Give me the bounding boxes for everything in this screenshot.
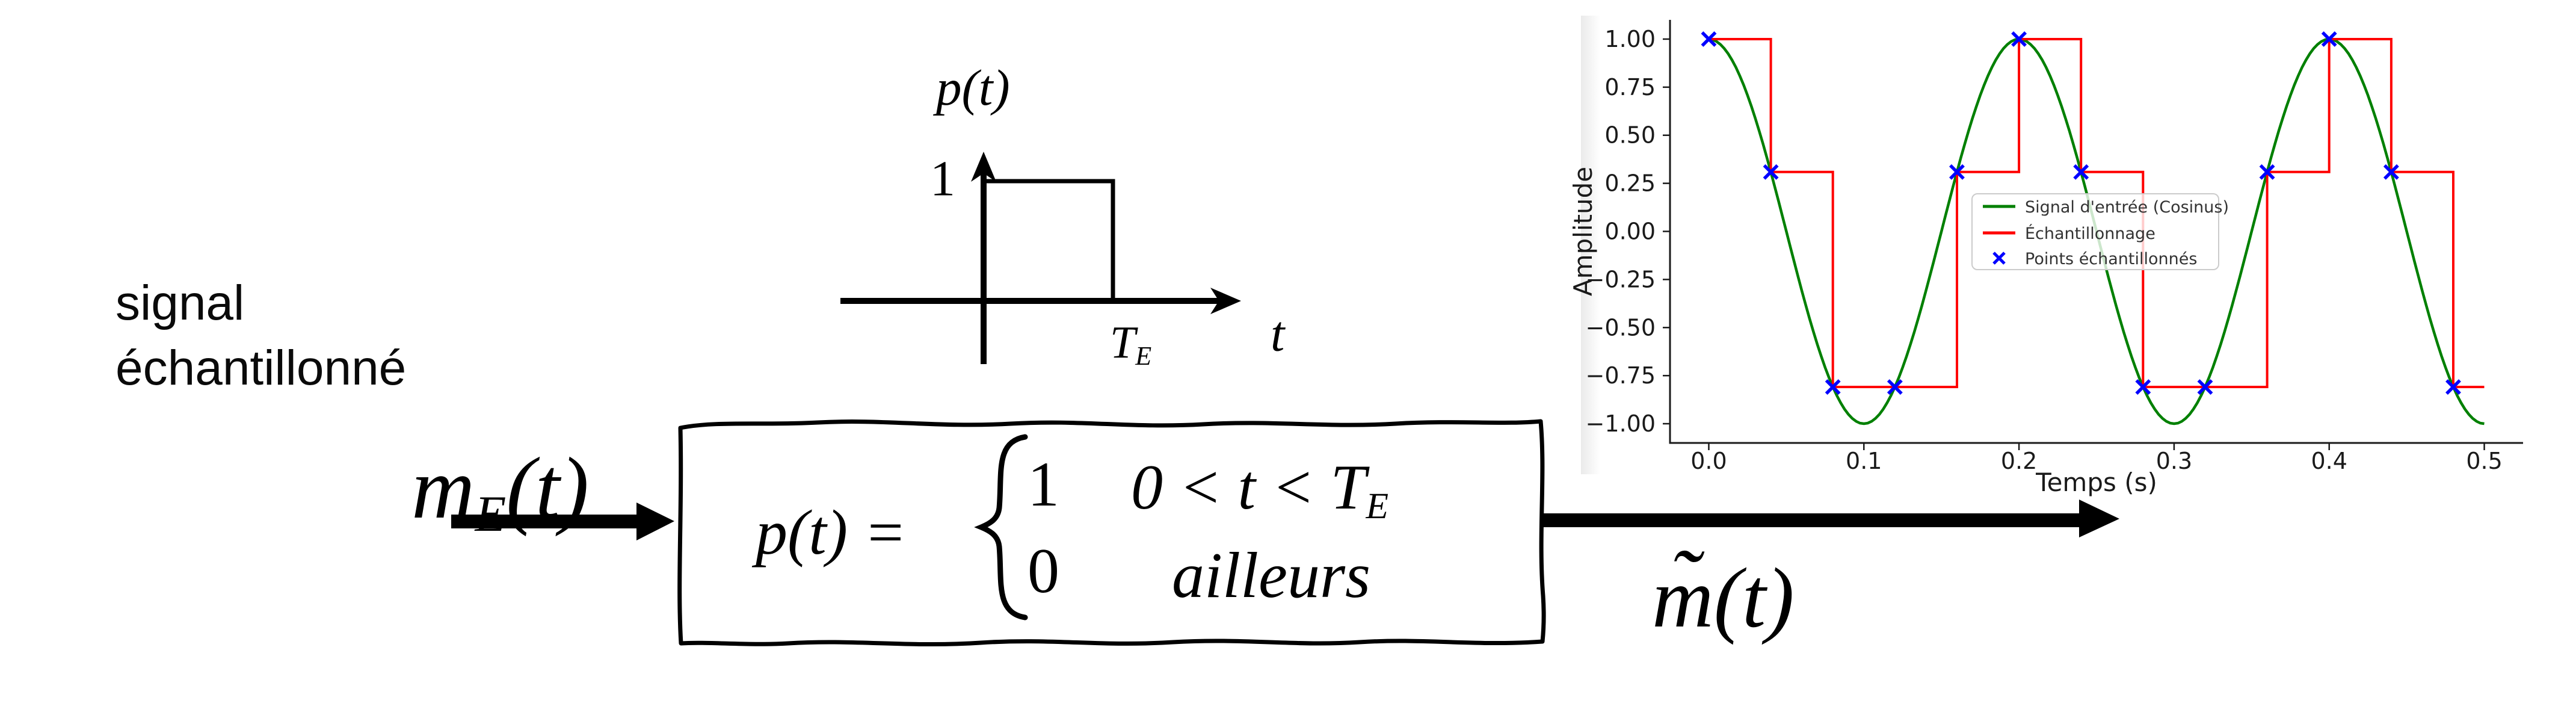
pulse-rect-waveform [984,179,1115,301]
x-tick-label: 0.3 [2156,448,2192,474]
output-signal-tilde-accent: ˜ [1669,531,1699,631]
cases-brace [974,434,1028,620]
x-axis-title: Temps (s) [2035,468,2157,497]
pulse-plot-title: p(t) [936,60,1010,116]
pulse-width-label: TE [1110,317,1152,371]
x-tick-label: 0.1 [1846,448,1882,474]
sampled-point-marker [2321,31,2337,47]
sampled-point-marker [2383,164,2399,180]
legend-label-sampling: Échantillonnage [2025,224,2155,243]
sampled-point-marker [1763,164,1779,180]
pulse-level-label: 1 [930,150,955,207]
x-tick-label: 0.4 [2311,448,2347,474]
block-formula-case1-condition: 0 < t < TE [1131,451,1388,527]
block-formula-case2-condition: ailleurs [1172,540,1371,611]
input-arrow [451,503,674,540]
x-tick-label: 0.5 [2466,448,2502,474]
block-formula-case1-value: 1 [1028,449,1059,519]
x-tick-label: 0.0 [1690,448,1727,474]
legend-box [1971,193,2219,270]
sampled-point-marker [2445,379,2461,395]
y-axis-title: Amplitude [1568,167,1598,296]
sampled-point-marker [1825,379,1841,395]
pulse-yaxis-arrowhead [971,152,996,182]
sampled-point-marker [2197,379,2213,395]
figure-edge-shading [1581,16,1604,474]
block-formula-case2-value: 0 [1028,536,1059,606]
pulse-axis-label: t [1271,306,1285,362]
legend-label-points: Points échantillonnés [2025,250,2197,268]
caption-line1: signal [116,276,245,330]
y-tick-label: −0.25 [1586,266,1656,292]
sampled-point-marker [2259,164,2275,180]
sampled-point-marker [2011,31,2027,47]
sampled-point-marker [2135,379,2151,395]
y-tick-label: −0.75 [1586,362,1656,389]
output-arrow [1542,500,2119,537]
y-tick-label: −1.00 [1586,410,1656,437]
block-formula-lhs: p(t) = [756,497,907,568]
sampled-point-marker [2073,164,2089,180]
input-signal-symbol: mE(t) [411,438,589,542]
legend-label-cosine: Signal d'entrée (Cosinus) [2025,198,2229,217]
me-subscript: E [475,486,507,543]
output-signal-symbol: m(t) [1652,548,1795,647]
caption-line2: échantillonné [116,341,407,395]
legend-marker-points [1992,252,2006,265]
sampled-point-marker [1949,164,1965,180]
y-tick-label: 0.25 [1604,170,1656,197]
process-block-outline [677,419,1546,647]
me-base: m [411,439,475,537]
y-tick-label: −0.50 [1586,314,1656,341]
mt-base: m [1652,550,1714,645]
pulse-width-base: T [1110,317,1136,368]
sampling-step-curve [1709,38,2485,388]
pulse-xaxis-arrowhead [1210,288,1241,314]
case1-cond-subscript: E [1366,485,1389,527]
y-tick-label: 0.00 [1604,218,1656,245]
me-args: (t) [506,439,589,537]
pulse-width-subscript: E [1135,341,1152,371]
case1-cond-pre: 0 < t < T [1131,452,1366,522]
input-signal-caption: signal échantillonné [116,271,406,401]
x-tick-label: 0.2 [2001,448,2037,474]
mt-args: (t) [1713,550,1795,645]
sampled-point-marker [1887,379,1903,395]
sampled-point-marker [1701,31,1717,47]
y-tick-label: 0.50 [1604,122,1656,149]
y-tick-label: 1.00 [1604,26,1656,52]
y-tick-label: 0.75 [1604,74,1656,101]
